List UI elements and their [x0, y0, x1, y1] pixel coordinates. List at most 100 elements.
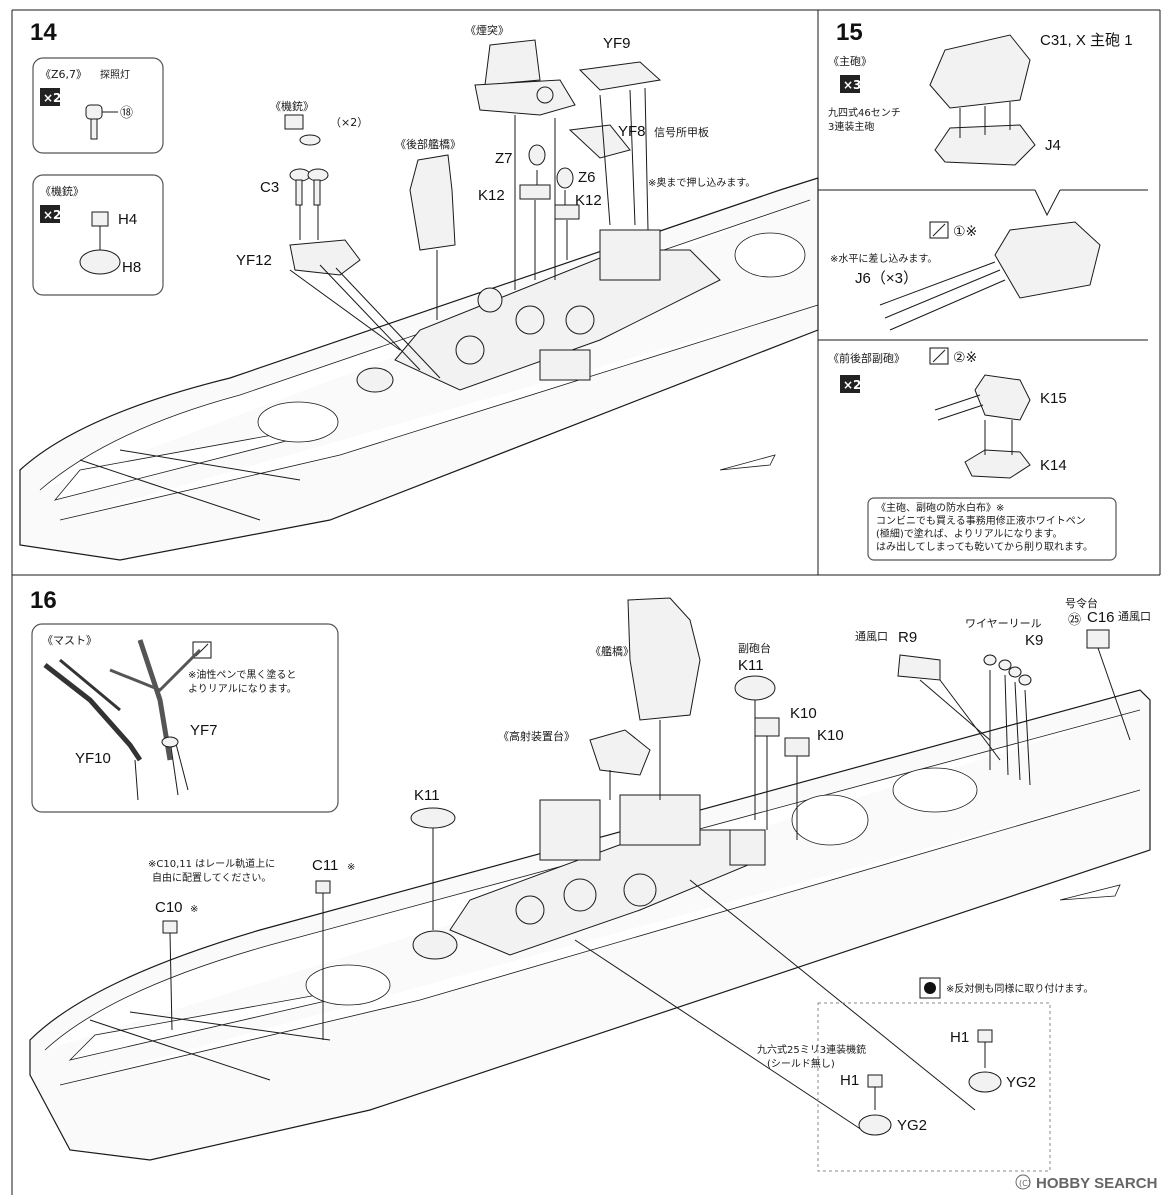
- part-c31: C31, X 主砲 1: [1040, 32, 1133, 49]
- inset-mast: 《マスト》 ※油性ペンで黒く塗ると よりリアルになります。 YF10 YF7: [31, 623, 339, 813]
- part-z6: Z6: [578, 169, 596, 186]
- label-mg-14: 《機銃》: [270, 99, 314, 113]
- main-gun-desc2: 3連装主砲: [828, 120, 874, 133]
- inset-machine-gun: 《機銃》 ×2 H4 H8: [32, 174, 164, 296]
- note-box: 《主砲、副砲の防水白布》※ コンビニでも買える事務用修正液ホワイトペン (極細)…: [867, 497, 1117, 561]
- mast-note1: ※油性ペンで黒く塗ると: [188, 668, 296, 681]
- inset-mg-title: 《機銃》: [40, 184, 84, 198]
- part-yf7: YF7: [190, 722, 218, 739]
- label-cmd: 号令台: [1065, 596, 1098, 610]
- c10-mark: ※: [190, 904, 198, 915]
- part-yf10: YF10: [75, 750, 111, 767]
- signal-deck-part: [568, 61, 662, 159]
- label-aa-director: 《高射装置台》: [498, 729, 575, 743]
- superstructure-16: [412, 794, 766, 960]
- searchlight-ref: ⑱: [120, 106, 133, 121]
- note-line2: コンビニでも買える事務用修正液ホワイトペン: [876, 514, 1086, 527]
- bridge-tower: [627, 597, 701, 721]
- part-h4: H4: [118, 211, 137, 228]
- c11-mark: ※: [347, 862, 355, 873]
- aa-gun-parts: [858, 1029, 1002, 1136]
- aa-gun-label2: (シールド無し): [767, 1057, 835, 1070]
- note-line4: はみ出してしまっても乾いてから削り取れます。: [876, 540, 1093, 553]
- paint-pen-icon-1: [929, 221, 949, 239]
- part-h8: H8: [122, 259, 141, 276]
- main-gun-desc1: 九四式46センチ: [828, 106, 901, 119]
- symmetry-icon: [919, 977, 941, 999]
- paint-pen-icon-2: [929, 347, 949, 365]
- inset-searchlight-title: 《Z6,7》: [40, 68, 87, 81]
- step-15-number: 15: [836, 19, 863, 46]
- note-line3: (極細)で塗れば、よりリアルになります。: [876, 527, 1063, 540]
- part-c10: C10: [155, 899, 183, 916]
- part-k11-top: K11: [738, 657, 764, 674]
- mg-parts-14: [284, 114, 361, 276]
- label-wire: ワイヤーリール: [965, 617, 1042, 630]
- rail-note2: 自由に配置してください。: [152, 871, 271, 884]
- aa-director-base: [589, 729, 651, 776]
- part-c16: C16: [1087, 609, 1115, 626]
- part-j4: J4: [1045, 137, 1061, 154]
- part-yf12: YF12: [236, 252, 272, 269]
- inset-mg-qty: ×2: [43, 208, 61, 222]
- main-gun-qty: ×3: [843, 78, 861, 92]
- label-aft-bridge: 《後部艦橋》: [395, 137, 461, 151]
- step16-leader-lines: [169, 647, 1131, 1131]
- note-horizontal: ※水平に差し込みます。: [830, 252, 937, 265]
- part-k12-a: K12: [478, 187, 505, 204]
- superstructure-14: [356, 229, 721, 393]
- part-j6: J6（×3）: [855, 270, 918, 287]
- part-yg2-b: YG2: [1006, 1074, 1036, 1091]
- part-k10-b: K10: [817, 727, 844, 744]
- inset-searchlight-qty: ×2: [43, 91, 61, 105]
- part-yf9: YF9: [603, 35, 631, 52]
- main-turret-assembled: [879, 221, 1101, 331]
- watermark-text: HOBBY SEARCH: [1036, 1175, 1157, 1192]
- part-z7: Z7: [495, 150, 513, 167]
- mast-note2: よりリアルになります。: [188, 683, 297, 695]
- rail-note1: ※C10,11 はレール軌道上に: [148, 857, 275, 870]
- part-k11-left: K11: [414, 787, 440, 804]
- part-c3: C3: [260, 179, 279, 196]
- sym-note: ※反対側も同様に取り付けます。: [946, 982, 1093, 995]
- cmd-ref: ㉕: [1068, 613, 1081, 628]
- z-parts-14: [519, 144, 580, 220]
- mg-part-icon: [79, 211, 121, 275]
- part-yg2-a: YG2: [897, 1117, 927, 1134]
- part-k12-b: K12: [575, 192, 602, 209]
- main-gun-title: 《主砲》: [828, 55, 872, 68]
- step14-leader-lines: [289, 87, 649, 379]
- paint-ref-2: ②※: [953, 350, 977, 366]
- aa-gun-inset: [817, 1002, 1051, 1172]
- note-line1: 《主砲、副砲の防水白布》※: [876, 501, 1004, 514]
- part-h1-b: H1: [950, 1029, 969, 1046]
- part-k14: K14: [1040, 457, 1067, 474]
- hobby-search-watermark: (C) HOBBY SEARCH: [1015, 1174, 1157, 1192]
- part-yf8: YF8: [618, 123, 646, 140]
- label-sec-base: 副砲台: [738, 641, 771, 655]
- paint-ref-1: ①※: [953, 224, 977, 240]
- part-r9: R9: [898, 629, 917, 646]
- label-vent-r9: 通風口: [855, 630, 888, 643]
- label-mg-qty: （×2）: [330, 116, 368, 129]
- label-yf8-desc: 信号所甲板: [654, 125, 709, 139]
- step16-parts: [162, 629, 1110, 934]
- label-c16-desc: 通風口: [1118, 610, 1151, 623]
- note-push: ※奥まで押し込みます。: [648, 176, 755, 189]
- part-k15: K15: [1040, 390, 1067, 407]
- label-funnel: 《煙突》: [465, 23, 509, 37]
- label-bridge: 《艦橋》: [590, 644, 634, 658]
- step-14-number: 14: [30, 19, 57, 46]
- watermark-copyright: (C): [1019, 1179, 1031, 1188]
- funnel-part: [474, 39, 576, 116]
- secondary-qty: ×2: [843, 378, 861, 392]
- secondary-title: 《前後部副砲》: [828, 351, 905, 365]
- part-k9: K9: [1025, 632, 1043, 649]
- aft-bridge-part: [409, 154, 456, 251]
- aa-gun-label1: 九六式25ミリ3連装機銃: [757, 1043, 866, 1056]
- step-16-number: 16: [30, 587, 57, 614]
- mast-part: [43, 639, 202, 801]
- secondary-turret-part: [934, 374, 1031, 479]
- part-h1-a: H1: [840, 1072, 859, 1089]
- main-turret-part: [929, 34, 1036, 166]
